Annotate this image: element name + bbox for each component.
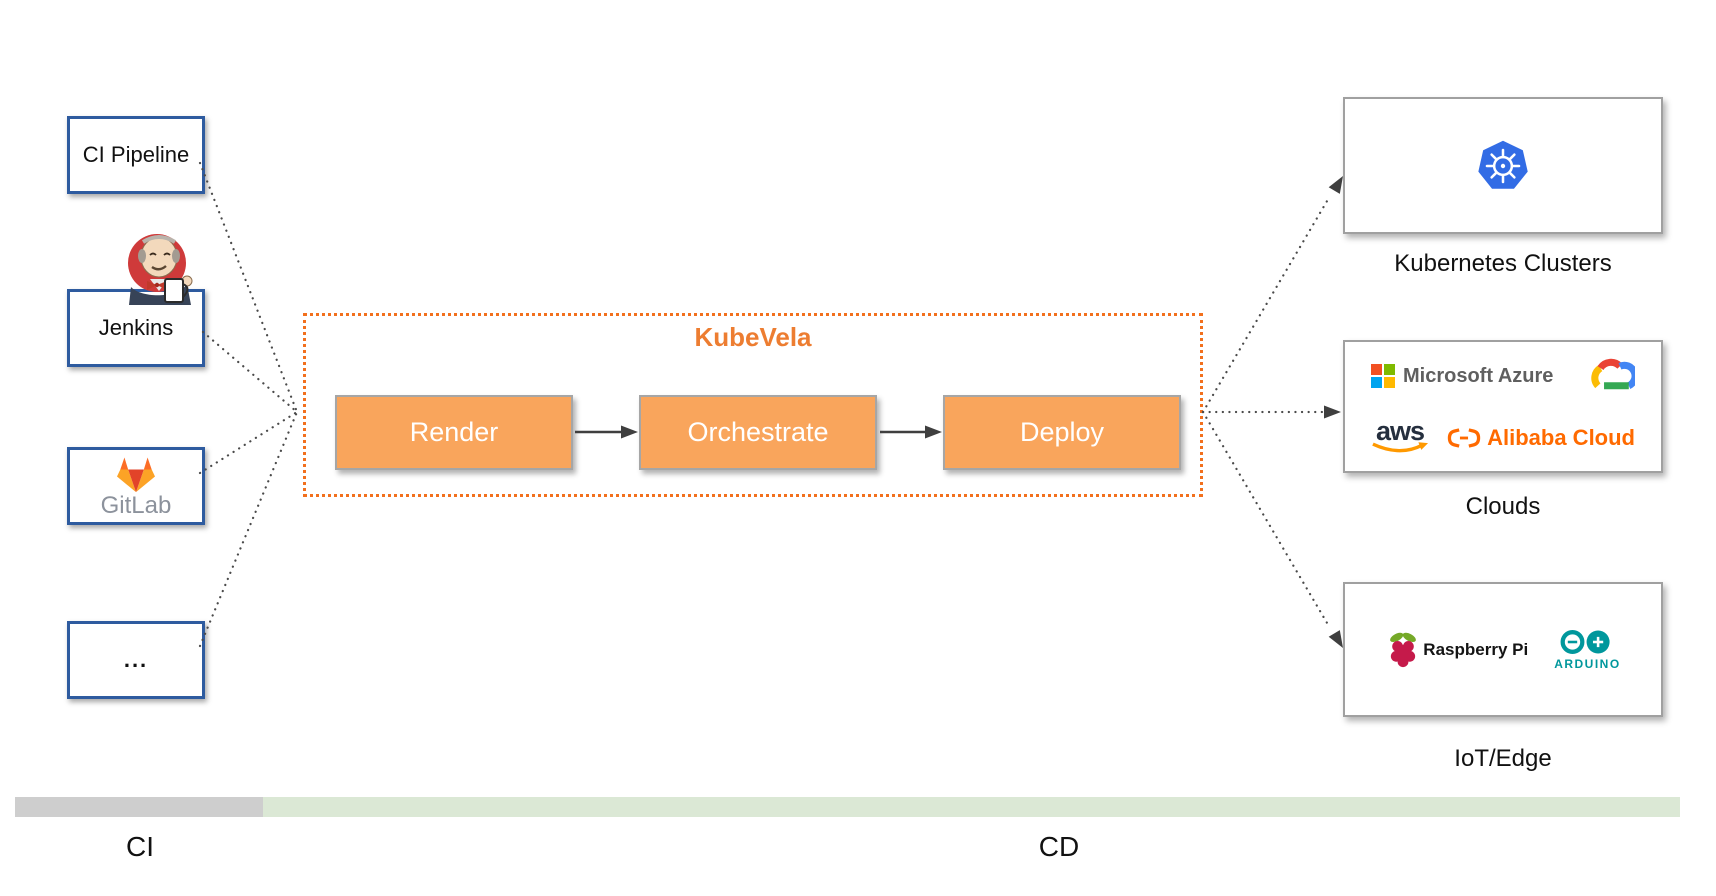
kubernetes-logo-icon (1478, 140, 1528, 189)
step-orchestrate-label: Orchestrate (687, 417, 829, 447)
microsoft-squares-icon (1371, 364, 1395, 388)
microsoft-azure-text: Microsoft Azure (1403, 364, 1554, 387)
raspberry-icon (1390, 632, 1417, 667)
step-deploy: Deploy (943, 395, 1181, 470)
aws-smile-icon (1372, 442, 1429, 453)
node-jenkins-label: Jenkins (98, 315, 174, 340)
alibaba-cloud-text: Alibaba Cloud (1487, 424, 1635, 450)
jenkins-mascot-icon (128, 234, 193, 305)
node-gitlab-label: GitLab (100, 491, 172, 519)
cd-phase-bar (263, 797, 1680, 817)
ci-phase-label: CI (126, 831, 154, 862)
kubevela-container (303, 313, 1203, 497)
microsoft-azure-logo: Microsoft Azure (1371, 364, 1553, 388)
google-cloud-logo-icon (1591, 358, 1635, 390)
node-ci-pipeline: CI Pipeline (67, 116, 205, 194)
gitlab-logo-icon (117, 456, 155, 492)
iot-edge-label: IoT/Edge (1454, 745, 1552, 772)
arduino-infinity-icon (1560, 630, 1611, 654)
alibaba-brackets-icon (1447, 428, 1481, 448)
kubernetes-clusters-label: Kubernetes Clusters (1394, 250, 1612, 277)
step-deploy-label: Deploy (1019, 417, 1105, 447)
cd-phase-label: CD (1038, 831, 1080, 862)
node-clouds: Microsoft Azure aws (1343, 340, 1663, 473)
kubevela-title: KubeVela (694, 322, 812, 352)
node-other-ci-label: ... (123, 647, 149, 672)
clouds-label: Clouds (1465, 493, 1541, 520)
step-render-label: Render (409, 417, 499, 447)
aws-text: aws (1375, 415, 1425, 446)
ci-phase-bar (15, 797, 263, 817)
step-orchestrate: Orchestrate (639, 395, 877, 470)
node-ci-pipeline-label: CI Pipeline (82, 142, 190, 167)
node-kubernetes-clusters (1343, 97, 1663, 234)
arduino-text: ARDUINO (1554, 657, 1621, 671)
alibaba-cloud-logo: Alibaba Cloud (1447, 425, 1635, 451)
step-render: Render (335, 395, 573, 470)
raspberry-pi-text: Raspberry Pi (1423, 639, 1529, 659)
arduino-logo: ARDUINO (1554, 628, 1621, 671)
aws-logo: aws (1371, 415, 1429, 455)
node-other-ci: ... (67, 621, 205, 699)
raspberry-pi-logo: Raspberry Pi (1385, 629, 1528, 671)
node-iot-edge: Raspberry Pi ARDUINO (1343, 582, 1663, 717)
node-gitlab: GitLab (67, 447, 205, 525)
